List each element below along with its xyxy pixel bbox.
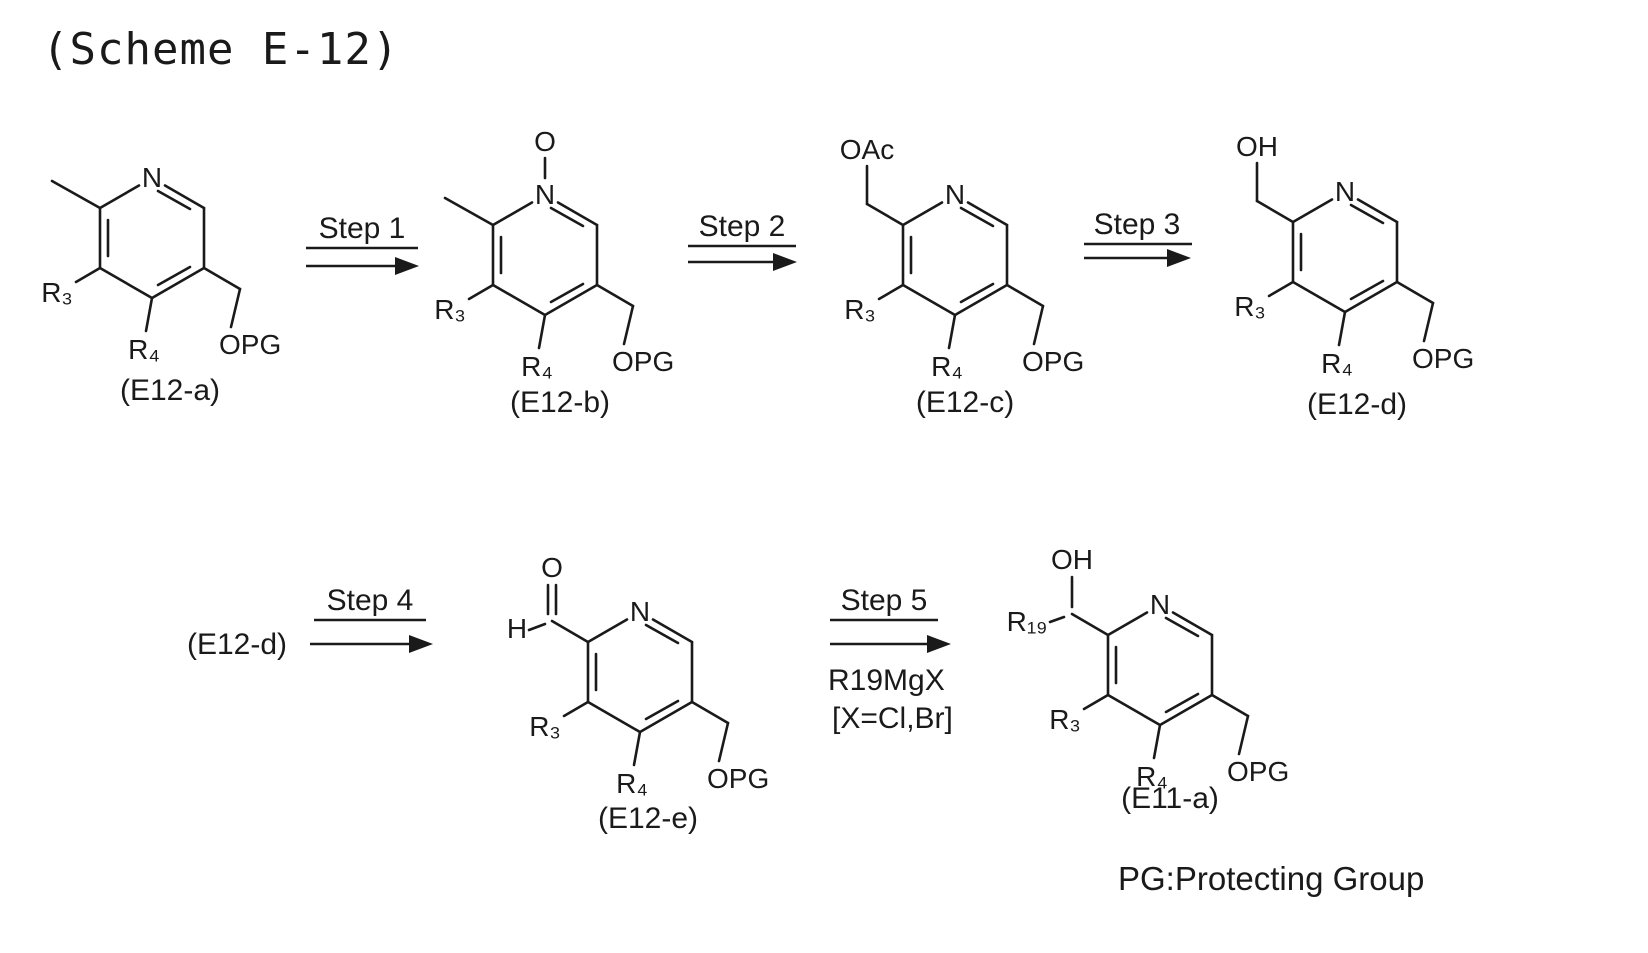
structure-e12e: O H (E12-e)	[507, 552, 771, 835]
step5-condition-label: [X=Cl,Br]	[832, 702, 953, 735]
substituent-oh-label: OH	[1051, 544, 1093, 575]
n-oxide-oxygen-label: O	[534, 126, 556, 157]
structure-e12b: O (E12-b)	[432, 126, 676, 419]
pyridine-core	[1047, 587, 1291, 794]
scheme-title: (Scheme E-12)	[42, 24, 399, 75]
step5-arrow-group: Step 5 R19MgX [X=Cl,Br]	[828, 584, 953, 735]
pyridine-core	[39, 160, 283, 367]
step5-label: Step 5	[841, 584, 928, 617]
pyridine-core	[527, 594, 771, 801]
pyridine-core	[432, 177, 676, 384]
methyl-bond	[443, 196, 495, 227]
step1-arrow-group: Step 1	[306, 212, 419, 275]
carbonyl-bond	[550, 619, 590, 644]
structure-label: (E12-b)	[510, 386, 610, 419]
structure-e12a: (E12-a)	[39, 160, 283, 407]
structure-e12d: OH (E12-d)	[1232, 131, 1476, 421]
step2-arrow-group: Step 2	[688, 210, 797, 271]
step3-arrow-group: Step 3	[1084, 208, 1192, 267]
structure-e12c: OAc (E12-c)	[840, 134, 1086, 419]
ch2-bond	[865, 202, 905, 227]
step1-label: Step 1	[319, 212, 406, 245]
aldehyde-h-bond	[527, 622, 547, 632]
substituent-oac-label: OAc	[840, 134, 894, 165]
step4-label: Step 4	[327, 584, 414, 617]
methyl-bond	[50, 179, 102, 210]
structure-label: (E11-a)	[1121, 782, 1219, 815]
step3-label: Step 3	[1094, 208, 1181, 241]
footnote-pg-definition: PG:Protecting Group	[1118, 860, 1424, 897]
structure-label: (E12-c)	[916, 386, 1014, 419]
substituent-oh-label: OH	[1236, 131, 1278, 162]
substituent-r19-label: R₁₉	[1007, 606, 1048, 637]
step5-reagent-label: R19MgX	[828, 664, 945, 697]
carbinol-bond	[1070, 612, 1110, 637]
step4-arrow-group: Step 4	[310, 584, 433, 653]
structure-label: (E12-e)	[598, 802, 698, 835]
structure-e11a: OH R₁₉ (E11-a)	[1007, 544, 1291, 815]
aldehyde-h-label: H	[507, 613, 527, 644]
r19-bond	[1048, 615, 1066, 624]
structure-label: (E12-a)	[120, 374, 220, 407]
carbonyl-oxygen-label: O	[541, 552, 563, 583]
ch2-bond	[1255, 199, 1295, 224]
structure-label: (E12-d)	[1307, 388, 1407, 421]
step2-label: Step 2	[699, 210, 786, 243]
pyridine-core	[842, 177, 1086, 384]
pyridine-core	[1232, 174, 1476, 381]
structure-e12d-reference: (E12-d)	[187, 628, 287, 661]
